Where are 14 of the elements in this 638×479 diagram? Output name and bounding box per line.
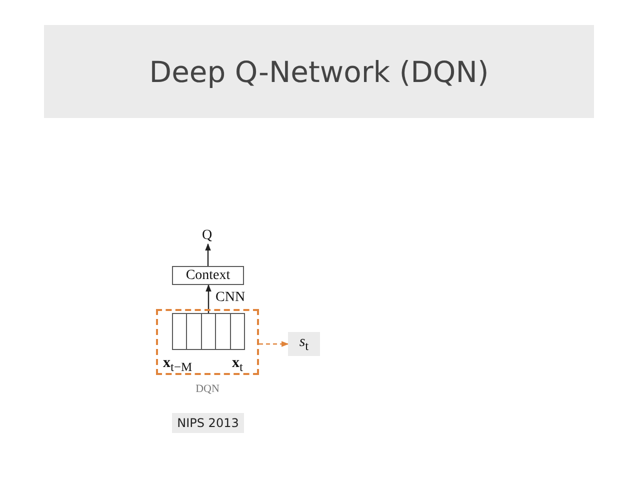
arrow	[206, 284, 212, 313]
process-box: Context	[172, 266, 244, 285]
slide-title: Deep Q-Network (DQN)	[44, 25, 594, 118]
frame-label: x$_{t−M}$	[163, 355, 192, 375]
reference-tag: NIPS 2013	[172, 413, 244, 433]
arrow	[259, 341, 289, 347]
caption-text: DQN	[194, 383, 220, 395]
frame-stack	[172, 313, 245, 350]
state-box: s$_{t}$	[288, 332, 320, 356]
arrow	[205, 243, 211, 266]
frame-label: x$_{t}$	[232, 355, 243, 375]
dashed-group-box	[156, 309, 259, 375]
edge-label: CNN	[216, 290, 246, 306]
output-label: Q	[199, 228, 215, 244]
